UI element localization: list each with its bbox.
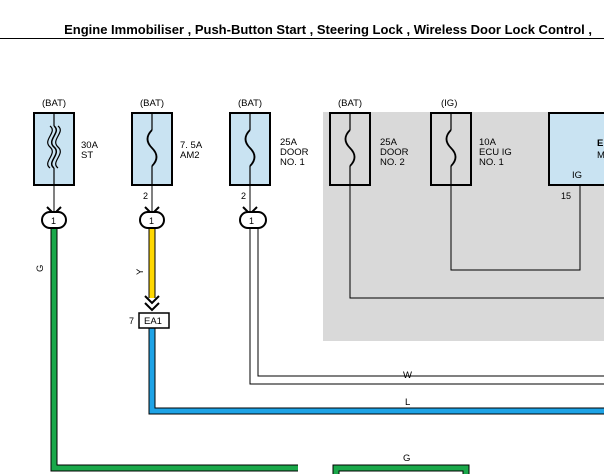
fuse-rating: 25A [280,137,298,148]
ecu-pin-label: 15 [561,191,571,201]
ecu-block-partial: E M IG 15 [548,112,604,201]
junction-connector-door1: 1 [239,206,267,229]
fuse-rating: 7. 5A [180,140,203,151]
wire-color-label-bottom: G [403,453,410,464]
ecu-block-label: E [597,138,603,149]
fuse-icon [344,113,356,185]
fuse-name: DOOR [380,147,409,158]
junction-block-shaded-area [323,112,604,341]
wire-color-label-st: G [35,265,46,272]
fuse-st: (BAT) 30A ST [33,98,99,186]
ecu-block-label-line2: M [597,150,604,161]
fuse-door-no2: (BAT) 25A DOOR NO. 2 [329,98,409,186]
fuse-source-label: (IG) [441,98,457,109]
connector-pin: 7 [129,316,134,326]
fuse-name-line2: NO. 1 [280,157,305,168]
wire-color-label-am2: Y [135,268,146,275]
page-title: Engine Immobiliser , Push-Button Start ,… [64,22,592,37]
fuse-ecu-ig-no1: (IG) 10A ECU IG NO. 1 [430,98,512,186]
junction-connector-am2: 1 [139,206,165,229]
fuse-name: ECU IG [479,147,512,158]
fuse-name: ST [81,150,93,161]
fuse-door-no1: (BAT) 25A DOOR NO. 1 2 [229,98,309,201]
connector-label: EA1 [144,316,162,327]
junction-pin: 1 [51,216,56,226]
fuse-source-label: (BAT) [338,98,362,109]
fuse-name: AM2 [180,150,200,161]
junction-pin: 1 [149,216,154,226]
fuse-source-label: (BAT) [140,98,164,109]
wire-color-label-door: W [403,370,412,381]
fuse-rating: 10A [479,137,497,148]
fuse-rating: 30A [81,140,99,151]
junction-connector-st: 1 [41,206,67,229]
fuse-rating: 25A [380,137,398,148]
fuse-source-label: (BAT) [42,98,66,109]
connector-ea1: 7 EA1 [129,312,170,329]
fuse-pin: 2 [143,191,148,201]
fuse-icon [445,113,457,185]
fuse-pin: 2 [241,191,246,201]
junction-pin: 1 [249,216,254,226]
wire-ecuig-internal [450,185,581,271]
fuse-source-label: (BAT) [238,98,262,109]
wire-white-w [249,228,604,385]
fuse-icon [146,113,158,185]
fuse-name: DOOR [280,147,309,158]
fuse-icon [244,113,256,185]
fusible-link-icon [47,113,61,185]
fuse-name-line2: NO. 1 [479,157,504,168]
wire-door2-internal [349,185,604,299]
fuse-am2: (BAT) 7. 5A AM2 2 [131,98,203,201]
connector-chevron-icon [144,295,160,312]
ecu-terminal-label: IG [572,170,582,181]
header-rule [0,38,604,39]
wire-green-st [50,228,298,472]
fuse-name-line2: NO. 2 [380,157,405,168]
wire-color-label-blue: L [405,397,410,408]
